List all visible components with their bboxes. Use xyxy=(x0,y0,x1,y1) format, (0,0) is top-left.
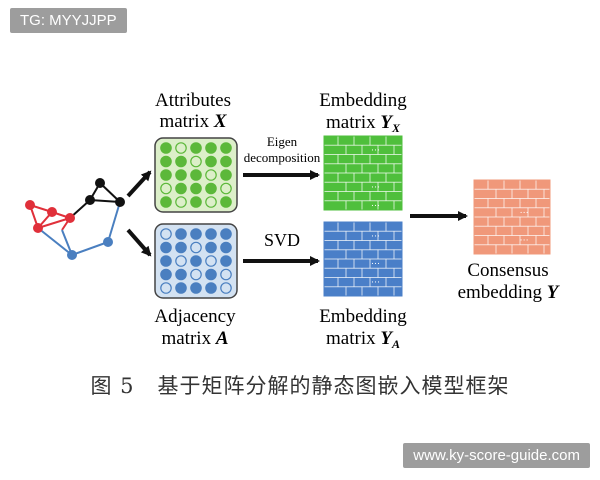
matrix-dot-filled xyxy=(220,255,232,267)
matrix-dot-empty xyxy=(205,169,217,181)
matrix-dot-filled xyxy=(220,228,232,240)
node-blue xyxy=(103,237,113,247)
matrix-dot-filled xyxy=(160,268,172,281)
matrix-dot-filled xyxy=(175,169,187,181)
matrix-dot-empty xyxy=(160,182,172,195)
matrix-dot-filled xyxy=(175,241,187,254)
matrix-dot-empty xyxy=(220,182,232,195)
adjacency-matrix-dots xyxy=(160,228,232,294)
consensus-embedding-matrix: …… xyxy=(473,179,551,255)
matrix-dot-empty xyxy=(220,282,232,294)
arrow-graph-to-adjacency xyxy=(126,228,152,257)
matrix-dot-filled xyxy=(220,241,232,254)
node-black xyxy=(85,195,95,205)
matrix-dot-filled xyxy=(190,255,202,267)
matrix-dot-filled xyxy=(175,268,187,281)
brick-ellipsis: … xyxy=(371,228,380,238)
matrix-dot-filled xyxy=(190,282,202,294)
embedding-a-matrix: … … … xyxy=(323,221,403,297)
matrix-dot-filled xyxy=(190,228,202,240)
matrix-dot-empty xyxy=(175,196,187,208)
matrix-dot-filled xyxy=(205,142,217,154)
matrix-dot-empty xyxy=(160,282,172,294)
matrix-dot-filled xyxy=(205,182,217,195)
node-red xyxy=(33,223,43,233)
graph-nodes xyxy=(25,178,125,260)
matrix-dot-filled xyxy=(175,182,187,195)
matrix-dot-filled xyxy=(160,155,172,168)
consensus-label-line1: Consensus xyxy=(467,260,548,281)
matrix-dot-filled xyxy=(220,142,232,154)
matrix-dot-filled xyxy=(175,155,187,168)
adjacency-label-line2: matrix A xyxy=(161,328,228,349)
node-blue xyxy=(67,250,77,260)
matrix-dot-filled xyxy=(160,142,172,154)
matrix-dot-filled xyxy=(160,196,172,208)
matrix-dot-empty xyxy=(205,255,217,267)
matrix-dot-filled xyxy=(205,241,217,254)
input-graph xyxy=(25,178,125,260)
watermark-bottom: www.ky-score-guide.com xyxy=(403,443,590,468)
matrix-dot-filled xyxy=(205,228,217,240)
node-black xyxy=(95,178,105,188)
node-red xyxy=(47,207,57,217)
matrix-dot-empty xyxy=(220,268,232,281)
svd-label: SVD xyxy=(264,230,300,250)
eigen-label-line2: decomposition xyxy=(244,150,321,165)
matrix-dot-filled xyxy=(205,155,217,168)
matrix-dot-filled xyxy=(205,282,217,294)
matrix-dot-filled xyxy=(190,142,202,154)
matrix-dot-filled xyxy=(190,169,202,181)
consensus-label-line2: embedding Y xyxy=(458,282,561,303)
figure-title: 基于矩阵分解的静态图嵌入模型框架 xyxy=(157,374,510,398)
matrix-dot-empty xyxy=(175,142,187,154)
matrix-dot-empty xyxy=(160,228,172,240)
matrix-dot-empty xyxy=(190,155,202,168)
figure-number: 图 5 xyxy=(90,374,135,398)
attributes-label-line2: matrix X xyxy=(159,111,227,132)
brick-ellipsis: … xyxy=(371,179,380,189)
embed-x-label-line1: Embedding xyxy=(319,90,407,111)
matrix-dot-filled xyxy=(220,169,232,181)
brick-ellipsis: … xyxy=(520,205,529,215)
adjacency-label-line1: Adjacency xyxy=(154,306,236,327)
matrix-dot-filled xyxy=(160,255,172,267)
matrix-dot-filled xyxy=(220,196,232,208)
matrix-dot-filled xyxy=(190,182,202,195)
embed-a-label-line1: Embedding xyxy=(319,306,407,327)
matrix-dot-empty xyxy=(205,196,217,208)
brick-ellipsis: … xyxy=(371,142,380,152)
matrix-dot-filled xyxy=(220,155,232,168)
matrix-dot-filled xyxy=(205,268,217,281)
matrix-dot-filled xyxy=(160,169,172,181)
matrix-dot-filled xyxy=(175,228,187,240)
matrix-dot-empty xyxy=(190,241,202,254)
brick-ellipsis: … xyxy=(371,256,380,266)
matrix-dot-empty xyxy=(175,255,187,267)
node-black xyxy=(115,197,125,207)
node-red xyxy=(65,213,75,223)
attributes-label-line1: Attributes xyxy=(155,90,231,111)
watermark-top: TG: MYYJJPP xyxy=(10,8,127,33)
attributes-matrix-dots xyxy=(160,142,232,208)
embed-a-label-line2: matrix YA xyxy=(326,328,400,351)
embed-x-label-line2: matrix YX xyxy=(326,112,401,135)
matrix-dot-filled xyxy=(175,282,187,294)
brick-ellipsis: … xyxy=(520,233,529,243)
brick-ellipsis: … xyxy=(371,198,380,208)
embedding-x-matrix: … … … xyxy=(323,135,403,211)
arrow-graph-to-attributes xyxy=(126,170,152,198)
matrix-dot-filled xyxy=(160,241,172,254)
figure-caption: 图 5 基于矩阵分解的静态图嵌入模型框架 xyxy=(0,370,600,400)
eigen-label-line1: Eigen xyxy=(267,134,298,149)
matrix-dot-filled xyxy=(190,196,202,208)
node-red xyxy=(25,200,35,210)
matrix-dot-empty xyxy=(190,268,202,281)
brick-ellipsis: … xyxy=(371,275,380,285)
